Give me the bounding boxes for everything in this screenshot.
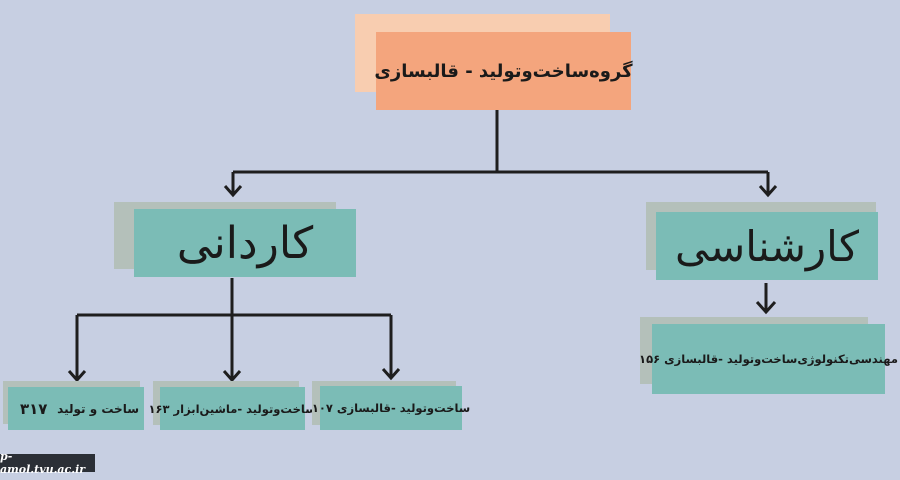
associate-node-label: کاردانی (176, 217, 314, 269)
bachelor-node: کارشناسی (656, 212, 878, 280)
bachelor-program-label: مهندسی‌تکنولوژی‌ساخت‌وتولید -قالبسازی ۱۵… (639, 352, 898, 366)
associate-general-node: ۳۱۷ ساخت و تولید (8, 387, 144, 430)
root-node: گروه‌ساخت‌وتولید - قالبسازی (374, 32, 633, 110)
root-node-label: گروه‌ساخت‌وتولید - قالبسازی (374, 60, 633, 82)
associate-mold-node: ساخت‌وتولید -قالبسازی ۱۰۷ (311, 386, 471, 430)
site-url-badge[interactable]: p-amol.tvu.ac.ir (0, 450, 95, 476)
associate-machine-node: ساخت‌وتولید -ماشین‌ابزار ۱۶۳ (148, 387, 317, 430)
associate-mold-label: ساخت‌وتولید -قالبسازی ۱۰۷ (311, 401, 471, 415)
associate-general-name: ساخت و تولید (57, 401, 139, 416)
bachelor-node-label: کارشناسی (675, 221, 859, 271)
associate-general-code: ۳۱۷ (20, 399, 48, 418)
bachelor-program-node: مهندسی‌تکنولوژی‌ساخت‌وتولید -قالبسازی ۱۵… (639, 324, 898, 394)
associate-machine-label: ساخت‌وتولید -ماشین‌ابزار ۱۶۳ (148, 401, 317, 416)
associate-node: کاردانی (134, 209, 356, 277)
